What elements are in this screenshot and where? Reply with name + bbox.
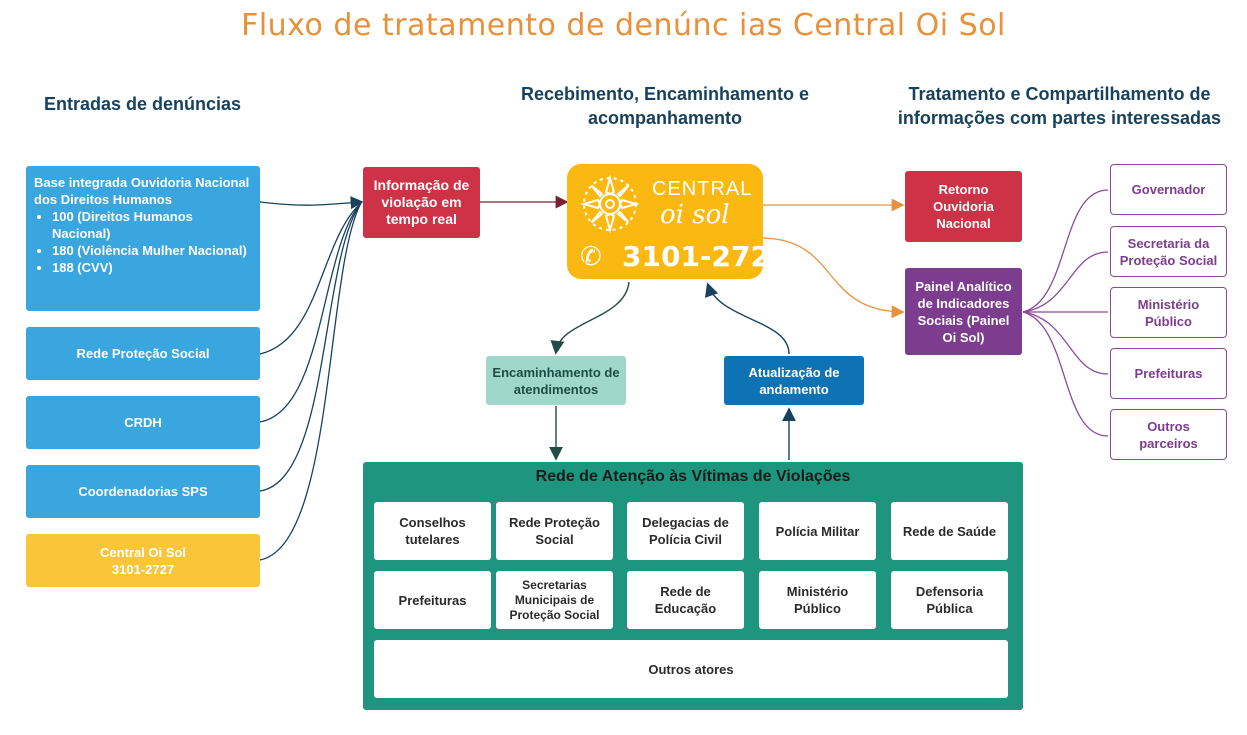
base-channel-list: 100 (Direitos Humanos Nacional) 180 (Vio… xyxy=(34,208,252,276)
diagram-title: Fluxo de tratamento de denúnc ias Centra… xyxy=(241,8,1006,43)
column-heading-receiving: Recebimento, Encaminhamento e acompanham… xyxy=(520,84,810,128)
input-crdh: CRDH xyxy=(26,396,260,449)
network-item: Secretarias Municipais de Proteção Socia… xyxy=(496,571,613,629)
link-central-forward xyxy=(550,281,630,355)
input-coordenadorias-sps: Coordenadorias SPS xyxy=(26,465,260,518)
link-update-central xyxy=(705,282,790,355)
network-item: Conselhos tutelares xyxy=(374,502,491,560)
network-item: Rede de Educação xyxy=(627,571,744,629)
base-channel-item: 100 (Direitos Humanos Nacional) xyxy=(52,208,252,242)
input-base-integrada: Base integrada Ouvidoria Nacional dos Di… xyxy=(26,166,260,311)
base-heading: Base integrada Ouvidoria Nacional dos Di… xyxy=(34,175,250,207)
painel-analitico-box: Painel Analítico de Indicadores Sociais … xyxy=(905,268,1022,355)
link-painel-secretaria xyxy=(1022,251,1109,313)
network-item: Rede Proteção Social xyxy=(496,502,613,560)
link-base-info xyxy=(259,196,364,210)
link-crdh-info xyxy=(259,202,362,423)
central-logo-name: CENTRAL xyxy=(652,178,753,200)
network-item: Polícia Militar xyxy=(759,502,876,560)
link-rede-info xyxy=(259,202,362,355)
phone-icon: ✆ xyxy=(580,241,602,271)
network-item: Ministério Público xyxy=(759,571,876,629)
update-box: Atualização de andamento xyxy=(724,356,864,405)
sun-icon xyxy=(580,174,640,234)
stakeholder-prefeituras: Prefeituras xyxy=(1110,348,1227,399)
link-painel-outros xyxy=(1022,311,1109,437)
info-realtime-box: Informação de violação em tempo real xyxy=(363,167,480,238)
input-rede-protecao-social: Rede Proteção Social xyxy=(26,327,260,380)
input-central-oi-sol: Central Oi Sol 3101-2727 xyxy=(26,534,260,587)
retorno-ouvidoria-box: Retorno Ouvidoria Nacional xyxy=(905,171,1022,242)
network-item: Rede de Saúde xyxy=(891,502,1008,560)
network-item: Prefeituras xyxy=(374,571,491,629)
central-oi-sol-logo xyxy=(567,164,763,279)
base-channel-item: 188 (CVV) xyxy=(52,259,252,276)
stakeholder-secretaria: Secretaria da Proteção Social xyxy=(1110,226,1227,277)
column-heading-sharing: Tratamento e Compartilhamento de informa… xyxy=(897,84,1222,128)
link-coord-info xyxy=(259,202,362,492)
link-central-info xyxy=(259,202,362,561)
network-item: Defensoria Pública xyxy=(891,571,1008,629)
link-painel-prefeituras xyxy=(1022,311,1109,375)
column-heading-inputs: Entradas de denúncias xyxy=(43,94,242,114)
base-channel-item: 180 (Violência Mulher Nacional) xyxy=(52,242,252,259)
network-item: Delegacias de Polícia Civil xyxy=(627,502,744,560)
central-logo-phone: 3101-2727 xyxy=(622,240,790,273)
victim-network-title: Rede de Atenção às Vítimas de Violações xyxy=(535,468,851,485)
stakeholder-governador: Governador xyxy=(1110,164,1227,215)
forwarding-box: Encaminhamento de atendimentos xyxy=(486,356,626,405)
stakeholder-ministerio: Ministério Público xyxy=(1110,287,1227,338)
stakeholder-outros-parceiros: Outros parceiros xyxy=(1110,409,1227,460)
central-logo-brand: oi sol xyxy=(660,200,730,230)
link-central-painel xyxy=(762,237,905,319)
link-painel-governador xyxy=(1022,189,1109,313)
network-item-other: Outros atores xyxy=(374,640,1008,698)
